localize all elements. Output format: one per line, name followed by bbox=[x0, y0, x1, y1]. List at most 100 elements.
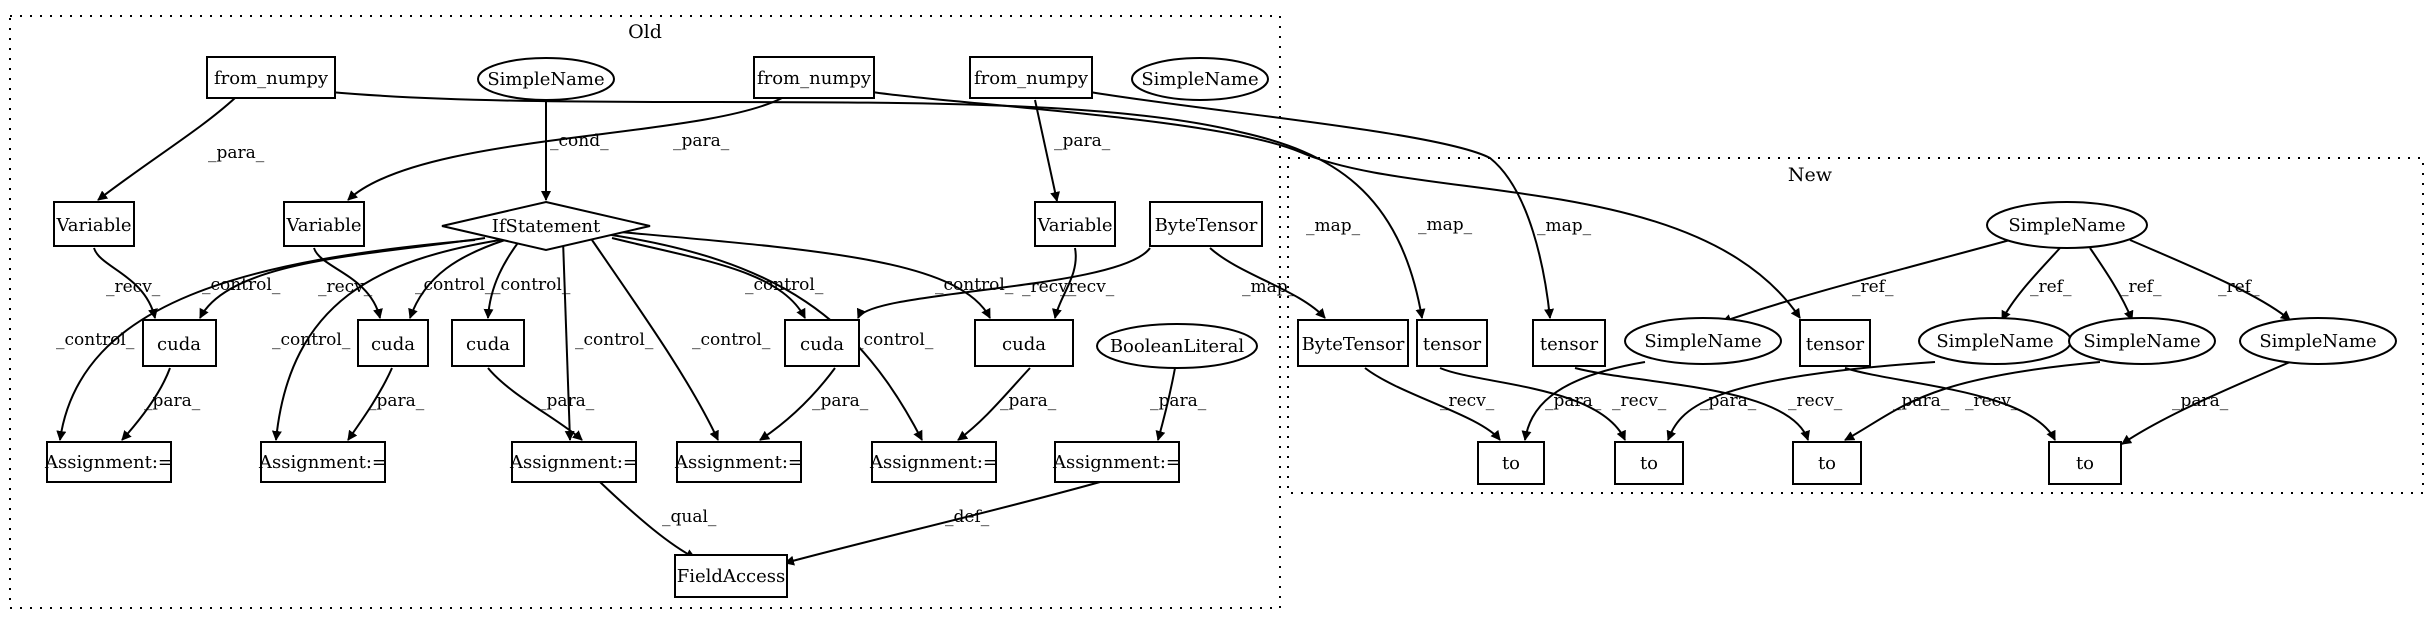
edge-label: _para_ bbox=[538, 391, 595, 411]
node-label: Assignment:= bbox=[258, 452, 387, 473]
edge-label: _ref_ bbox=[2218, 277, 2260, 297]
node-label: SimpleName bbox=[1644, 331, 1761, 352]
node-assignment: Assignment:= bbox=[674, 441, 803, 483]
edge-ifs-cuda5 bbox=[619, 231, 991, 319]
edge-ifs-as2 bbox=[271, 239, 501, 441]
edge-label: _ref_ bbox=[2030, 277, 2072, 297]
node-label: SimpleName bbox=[2083, 331, 2200, 352]
edge-label: _recv_ bbox=[1060, 277, 1115, 297]
edge-tensor3-to4 bbox=[1844, 367, 2056, 441]
node-simple-name: SimpleName bbox=[1131, 57, 1269, 101]
edge-label: _para_ bbox=[673, 131, 730, 151]
edge-bool-as6 bbox=[1155, 367, 1176, 441]
edge-label: _control_ bbox=[692, 330, 771, 350]
edge-ifs-as3 bbox=[562, 239, 575, 441]
edge-label: _control_ bbox=[492, 275, 571, 295]
node-assignment: Assignment:= bbox=[44, 441, 173, 483]
edge-ifs-cuda2 bbox=[408, 239, 506, 319]
node-simple-name: SimpleName bbox=[2068, 317, 2216, 365]
node-to: to bbox=[2048, 441, 2122, 485]
edge-fn3-tensor2 bbox=[1089, 91, 1555, 319]
edge-label: _recv_ bbox=[318, 277, 373, 297]
edge-label: _map_ bbox=[1418, 215, 1473, 235]
node-label: tensor bbox=[1540, 334, 1599, 355]
node-label: cuda bbox=[800, 334, 844, 355]
node-label: cuda bbox=[466, 334, 510, 355]
node-byte-tensor: ByteTensor bbox=[1297, 319, 1409, 367]
node-assignment: Assignment:= bbox=[1052, 441, 1181, 483]
node-label: cuda bbox=[371, 334, 415, 355]
edge-label: _control_ bbox=[935, 275, 1014, 295]
edge-btnew-to1 bbox=[1364, 367, 1501, 441]
node-label: Assignment:= bbox=[509, 452, 638, 473]
nodes-old: from_numpy SimpleName from_numpy from_nu… bbox=[44, 56, 1269, 598]
node-from-numpy: from_numpy bbox=[969, 56, 1093, 99]
node-label: Assignment:= bbox=[44, 452, 173, 473]
edge-label: _para_ bbox=[1000, 391, 1057, 411]
node-cuda: cuda bbox=[142, 319, 217, 367]
edge-label: _ref_ bbox=[2120, 277, 2162, 297]
node-label: cuda bbox=[157, 334, 201, 355]
node-label: tensor bbox=[1806, 334, 1865, 355]
edge-label: _map_ bbox=[1537, 216, 1592, 236]
node-cuda: cuda bbox=[357, 319, 429, 367]
node-boolean-literal: BooleanLiteral bbox=[1096, 323, 1258, 369]
edge-as3-fa bbox=[599, 481, 696, 559]
node-label: from_numpy bbox=[214, 68, 329, 89]
edge-fn1-var1 bbox=[97, 97, 236, 201]
node-label: tensor bbox=[1423, 334, 1482, 355]
node-cuda: cuda bbox=[451, 319, 525, 367]
edge-cuda2-as2 bbox=[347, 367, 393, 441]
node-label: to bbox=[1640, 453, 1658, 474]
node-label: IfStatement bbox=[492, 216, 601, 237]
edge-snd-to4 bbox=[2121, 361, 2291, 445]
cluster-new: New bbox=[1287, 157, 2424, 494]
edge-sntop-sna bbox=[1721, 239, 2011, 324]
cluster-new-label: New bbox=[1788, 164, 1833, 186]
edge-cuda3-as3 bbox=[487, 367, 583, 441]
node-if-statement: IfStatement bbox=[441, 200, 651, 252]
node-label: ByteTensor bbox=[1155, 215, 1258, 236]
edge-label: _recv_ bbox=[1965, 391, 2020, 411]
edge-sntop-snb bbox=[2001, 247, 2061, 321]
node-assignment: Assignment:= bbox=[509, 441, 638, 483]
node-tensor: tensor bbox=[1416, 319, 1488, 367]
cluster-old: Old bbox=[9, 15, 1281, 609]
node-simple-name: SimpleName bbox=[477, 57, 615, 101]
node-label: cuda bbox=[1002, 334, 1046, 355]
edge-var1-cuda1 bbox=[93, 247, 158, 319]
edge-label: _para_ bbox=[1700, 391, 1757, 411]
edge-ifs-as4 bbox=[591, 239, 719, 441]
edge-cuda1-as1 bbox=[121, 367, 171, 441]
edge-label: _map_ bbox=[1306, 216, 1361, 236]
node-label: to bbox=[1502, 453, 1520, 474]
node-tensor: tensor bbox=[1799, 319, 1871, 367]
node-variable: Variable bbox=[1034, 201, 1116, 247]
node-cuda: cuda bbox=[974, 319, 1074, 367]
node-simple-name: SimpleName bbox=[2239, 317, 2397, 365]
edge-label: _para_ bbox=[1150, 391, 1207, 411]
edge-label: _qual_ bbox=[662, 507, 717, 527]
node-variable: Variable bbox=[53, 201, 135, 247]
node-field-access: FieldAccess bbox=[674, 554, 788, 598]
edge-label: _recv_ bbox=[1440, 391, 1495, 411]
edge-label: _para_ bbox=[368, 391, 425, 411]
edge-label: _recv_ bbox=[106, 277, 161, 297]
edge-tensor2-to3 bbox=[1574, 367, 1810, 441]
edge-label: _para_ bbox=[144, 391, 201, 411]
node-label: Assignment:= bbox=[1052, 452, 1181, 473]
node-to: to bbox=[1614, 441, 1684, 485]
edge-label: _control_ bbox=[272, 330, 351, 350]
node-from-numpy: from_numpy bbox=[206, 56, 336, 99]
node-label: SimpleName bbox=[1936, 331, 2053, 352]
node-label: from_numpy bbox=[974, 68, 1089, 89]
edge-label: _para_ bbox=[1054, 131, 1111, 151]
edge-sna-to1 bbox=[1521, 361, 1646, 441]
node-label: ByteTensor bbox=[1302, 334, 1405, 355]
node-byte-tensor: ByteTensor bbox=[1149, 201, 1263, 247]
edge-label: _para_ bbox=[2172, 391, 2229, 411]
edge-label: _recv_ bbox=[1612, 391, 1667, 411]
node-to: to bbox=[1477, 441, 1545, 485]
node-label: Variable bbox=[1036, 215, 1112, 236]
